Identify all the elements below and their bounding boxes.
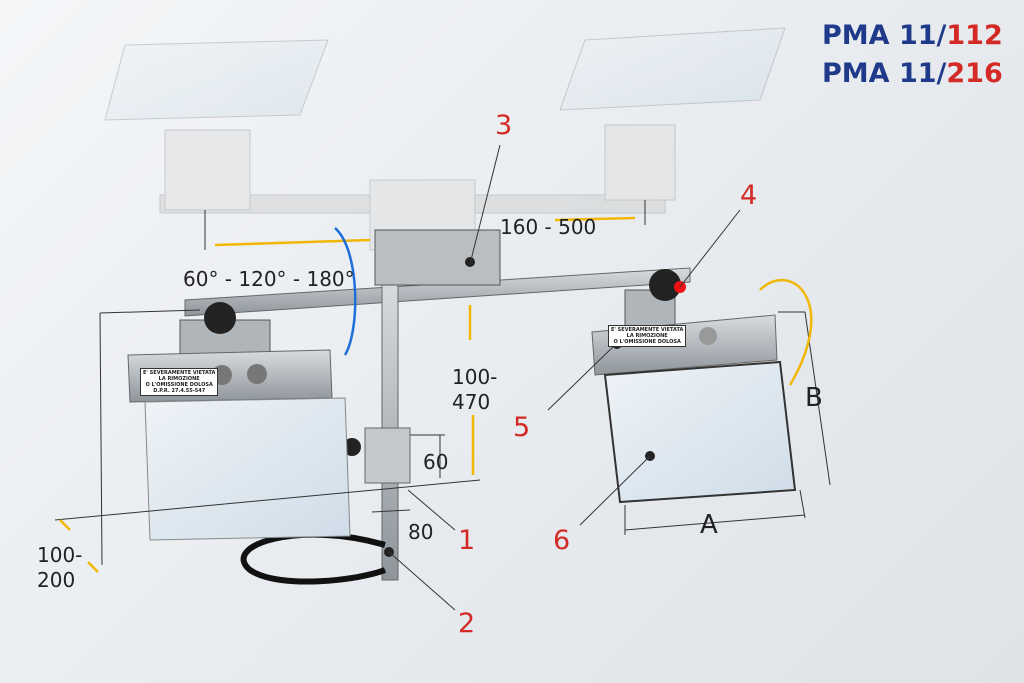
offset-label-2: 200 — [37, 568, 76, 592]
offset-label-1: 100- — [37, 543, 83, 567]
clamp-block — [364, 427, 411, 484]
plate-a-label: A — [700, 510, 718, 540]
callout-6: 6 — [553, 525, 571, 556]
callout-2: 2 — [458, 608, 476, 639]
ghost-assembly — [104, 27, 786, 251]
rotation-label: 60° - 120° - 180° — [183, 267, 355, 291]
left-plate-glass — [144, 397, 351, 541]
model-title-2: PMA 11/216 — [822, 58, 1003, 89]
right-plate-glass — [603, 360, 797, 504]
rotation-arrow-icon — [334, 227, 357, 356]
callout-3: 3 — [495, 110, 513, 141]
callout-1: 1 — [458, 525, 476, 556]
cable — [240, 531, 387, 585]
width-range-label: 160 - 500 — [500, 215, 597, 239]
plate-b-label: B — [805, 383, 823, 413]
clamp-height-label: 60 — [423, 450, 449, 474]
yellow-arrows — [59, 216, 813, 573]
height-range-label-2: 470 — [452, 390, 491, 414]
height-range-label-1: 100- — [452, 365, 498, 389]
dimension-lines — [54, 144, 831, 611]
model-title-1: PMA 11/112 — [822, 20, 1003, 51]
callout-4: 4 — [740, 180, 758, 211]
callout-5: 5 — [513, 412, 531, 443]
clamp-width-label: 80 — [408, 520, 434, 544]
